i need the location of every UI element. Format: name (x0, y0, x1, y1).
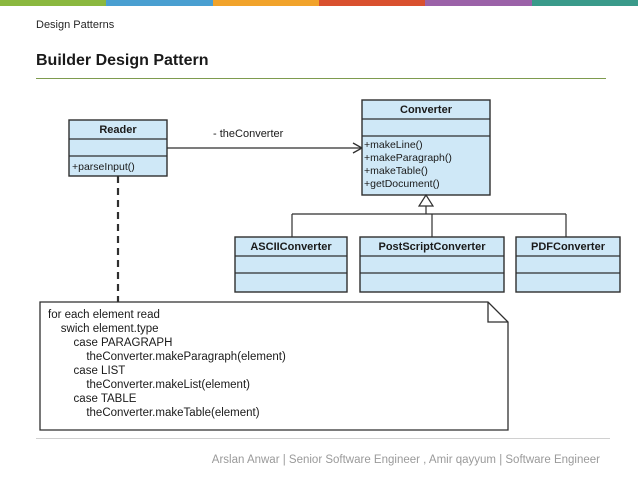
footer-divider (36, 438, 610, 439)
converter-class-box: Converter +makeLine() +makeParagraph() +… (361, 99, 491, 196)
slide-title: Builder Design Pattern (36, 52, 209, 69)
ascii-converter-class-box: ASCIIConverter (234, 236, 348, 293)
reader-class-box: Reader +parseInput() (68, 119, 168, 177)
note-line: theConverter.makeList(element) (48, 379, 250, 391)
section-kicker: Design Patterns (36, 19, 115, 31)
note-line: case LIST (48, 365, 125, 377)
note-line: theConverter.makeParagraph(element) (48, 351, 286, 363)
association-label: - theConverter (213, 128, 284, 140)
title-underline (36, 78, 606, 79)
converter-method: +makeParagraph() (364, 152, 452, 164)
inheritance-triangle (417, 193, 435, 207)
accent-segment-blue (106, 0, 213, 6)
inheritance-connector (291, 193, 567, 237)
note-line: case PARAGRAPH (48, 337, 172, 349)
converter-method: +makeLine() (364, 139, 423, 151)
note-line: theConverter.makeTable(element) (48, 407, 260, 419)
accent-color-bar (0, 0, 638, 6)
converter-class-name: Converter (400, 104, 453, 116)
reader-method: +parseInput() (72, 161, 135, 173)
postscript-converter-name: PostScriptConverter (379, 241, 487, 253)
footer-credits: Arslan Anwar | Senior Software Engineer … (211, 454, 600, 466)
note-line: case TABLE (48, 393, 137, 405)
postscript-converter-class-box: PostScriptConverter (359, 236, 505, 293)
converter-method: +makeTable() (364, 165, 428, 177)
accent-segment-purple (425, 0, 532, 6)
reader-class-name: Reader (99, 124, 137, 136)
ascii-converter-name: ASCIIConverter (250, 241, 332, 253)
accent-segment-orange (212, 0, 319, 6)
accent-segment-red (318, 0, 426, 6)
note-line: swich element.type (48, 323, 159, 335)
converter-method: +getDocument() (364, 178, 440, 190)
pdf-converter-name: PDFConverter (531, 241, 606, 253)
code-note-box: for each element read swich element.type… (39, 301, 509, 431)
accent-segment-teal (531, 0, 638, 6)
note-line: for each element read (48, 309, 160, 321)
accent-segment-green (0, 0, 107, 6)
pdf-converter-class-box: PDFConverter (515, 236, 621, 293)
